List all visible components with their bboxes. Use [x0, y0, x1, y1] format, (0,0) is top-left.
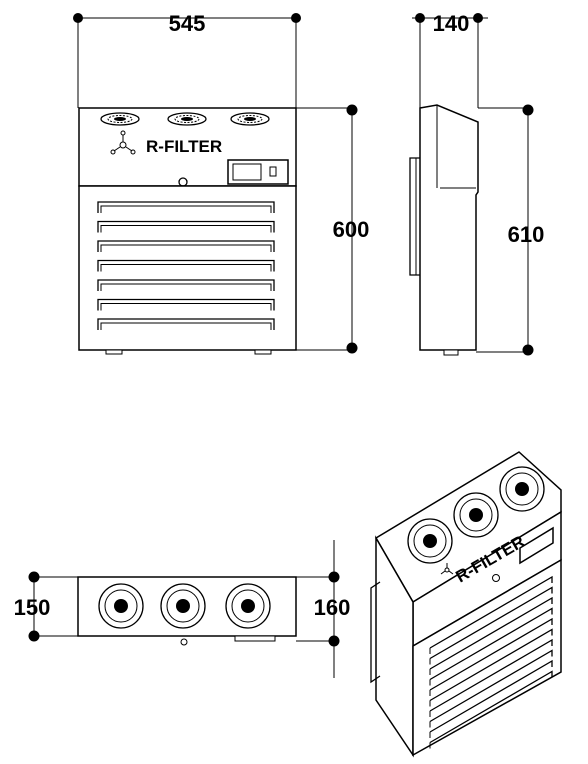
- louver-slot: [97, 259, 275, 272]
- louver-slot: [429, 586, 553, 665]
- brand-logo-icon: [440, 563, 454, 575]
- side-body: [419, 104, 479, 351]
- louver-slot: [97, 279, 275, 291]
- louver-slot: [429, 575, 553, 654]
- louver-slot: [429, 628, 553, 707]
- dim-front-height: 600: [333, 217, 370, 242]
- dim-front-width: 545: [169, 11, 206, 36]
- louver-slot: [97, 318, 275, 330]
- louver-slot: [429, 649, 553, 728]
- iso-control-display: [519, 526, 554, 565]
- front-louvers: [97, 201, 275, 330]
- front-lower-housing: [78, 185, 297, 351]
- louver-slot: [429, 596, 553, 675]
- dim-side-depth: 140: [433, 11, 470, 36]
- front-brand-label: R-FILTER: [146, 137, 222, 156]
- louver-slot: [429, 670, 553, 749]
- louver-slot: [97, 201, 275, 213]
- louver-slot: [429, 659, 553, 738]
- side-view: 140 610: [409, 11, 545, 356]
- louver-slot: [97, 240, 275, 252]
- louver-slot: [429, 607, 553, 686]
- dim-side-height: 610: [508, 222, 545, 247]
- top-view: 150 160: [14, 540, 351, 678]
- brand-logo-icon: [110, 130, 136, 155]
- dim-top-right: 160: [314, 595, 351, 620]
- front-view: 545 R-FILTER 600: [73, 11, 370, 355]
- louver-slot: [97, 298, 275, 311]
- louver-slot: [97, 220, 275, 233]
- louver-slot: [429, 617, 553, 696]
- dim-top-left: 150: [14, 595, 51, 620]
- isometric-view: R-FILTER: [370, 451, 562, 758]
- side-handle: [409, 157, 420, 276]
- louver-slot: [429, 638, 553, 717]
- iso-louvers: [429, 575, 553, 749]
